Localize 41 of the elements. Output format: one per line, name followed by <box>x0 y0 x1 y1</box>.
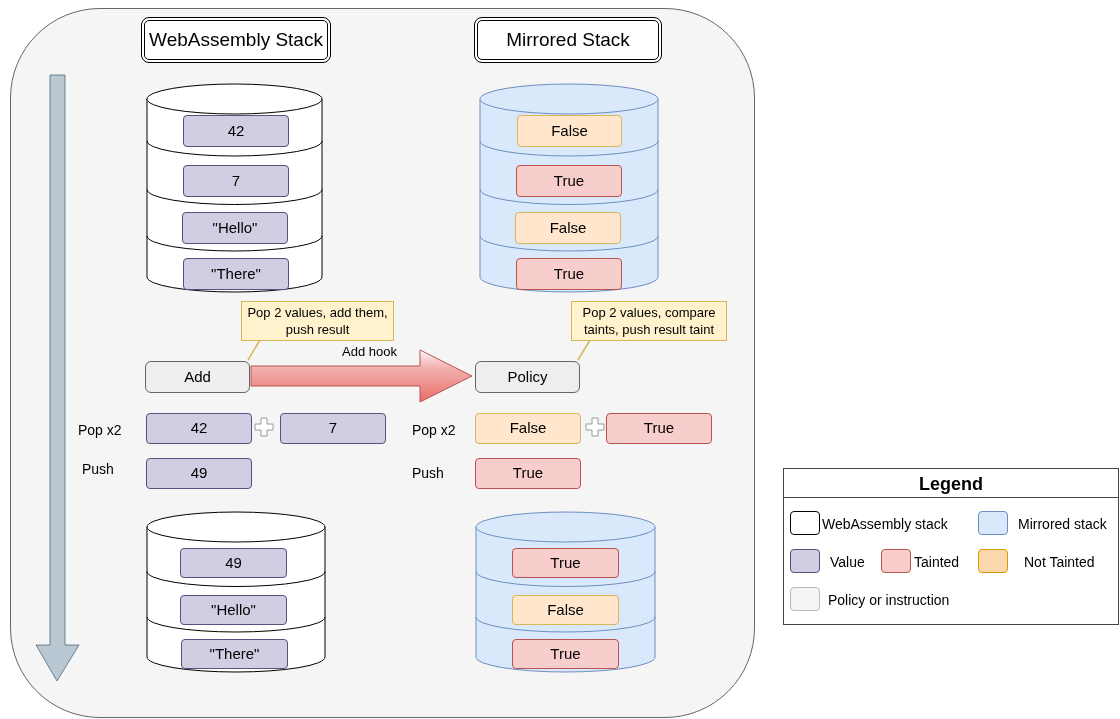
leader-line <box>247 339 261 361</box>
not-tainted-box: False <box>517 115 622 147</box>
legend-title: Legend <box>918 473 984 496</box>
row-label: Push <box>412 464 444 483</box>
value-box: 49 <box>180 548 287 578</box>
value-box: 49 <box>146 458 252 489</box>
callout-note: Pop 2 values, compare taints, push result taint <box>571 301 727 341</box>
legend-text: Mirrored stack <box>1018 515 1107 534</box>
tainted-box: True <box>516 258 622 290</box>
not-tainted-box: False <box>475 413 581 444</box>
column-title: Mirrored Stack <box>474 17 662 63</box>
instruction-box: Add <box>145 361 250 393</box>
tainted-box: True <box>475 458 581 489</box>
tainted-box: True <box>512 548 619 578</box>
panel-background <box>10 8 755 718</box>
tainted-box: True <box>512 639 619 669</box>
tainted-box: True <box>606 413 712 444</box>
tainted-box: True <box>516 165 622 197</box>
value-box: 7 <box>183 165 289 197</box>
row-label: Pop x2 <box>412 421 456 440</box>
legend-text: WebAssembly stack <box>822 515 948 534</box>
not-tainted-box: False <box>512 595 619 625</box>
value-box: 7 <box>280 413 386 444</box>
callout-note: Pop 2 values, add them, push result <box>241 301 394 341</box>
value-box: "Hello" <box>180 595 287 625</box>
block-arrow <box>250 349 473 403</box>
value-box: "Hello" <box>182 212 288 244</box>
value-box: 42 <box>183 115 289 147</box>
not-tainted-box: False <box>515 212 621 244</box>
legend-text: Policy or instruction <box>828 591 950 610</box>
leader-line <box>577 339 591 361</box>
value-box: "There" <box>183 258 289 290</box>
row-label: Push <box>82 460 114 479</box>
value-box: 42 <box>146 413 252 444</box>
value-box: "There" <box>181 639 288 669</box>
row-label: Pop x2 <box>78 421 122 440</box>
legend-text: Not Tainted <box>1024 553 1095 572</box>
column-title: WebAssembly Stack <box>141 17 331 63</box>
legend-text: Value <box>830 553 865 572</box>
instruction-box: Policy <box>475 361 580 393</box>
legend-text: Tainted <box>914 553 960 572</box>
